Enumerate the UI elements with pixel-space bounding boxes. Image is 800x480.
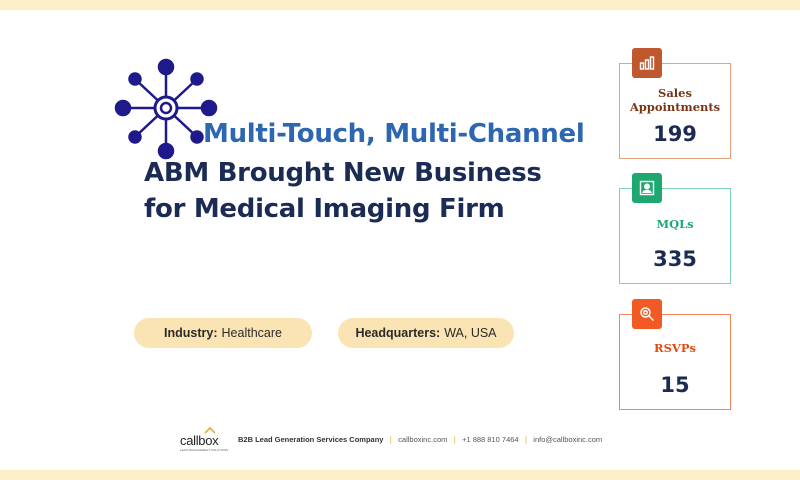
stat-label: RSVPs [654,341,696,355]
headline-title: ABM Brought New Business for Medical Ima… [144,155,542,227]
footer: callbox LEAD MANAGEMENT SOLUTIONS B2B Le… [180,424,602,454]
logo-wordmark: callbox [180,433,219,448]
footer-website-link[interactable]: callboxinc.com [398,434,448,444]
stat-label-line-2: Appointments [629,100,721,114]
stat-value: 199 [653,122,697,146]
footer-separator: | [453,434,457,444]
bottom-accent-band [0,470,800,480]
logo-tagline: LEAD MANAGEMENT SOLUTIONS [180,448,229,452]
top-accent-band [0,0,800,10]
callbox-logo: callbox LEAD MANAGEMENT SOLUTIONS [180,424,228,454]
stat-label-line-1: Sales [658,86,692,100]
footer-company: B2B Lead Generation Services Company [238,435,383,444]
headline-title-line-1: ABM Brought New Business [144,158,542,188]
industry-tag: Industry: Healthcare [134,318,312,348]
headline-title-line-2: for Medical Imaging Firm [144,194,505,224]
industry-value: Healthcare [221,326,282,340]
search-icon [632,299,662,329]
logo-roof-icon [204,426,216,434]
user-icon [632,173,662,203]
footer-separator: | [524,434,528,444]
stat-label: MQLs [656,217,694,231]
headquarters-value: WA, USA [444,326,497,340]
headquarters-tag: Headquarters: WA, USA [338,318,514,348]
bar-chart-icon [632,48,662,78]
stat-label: Sales Appointments [620,86,730,114]
footer-company-text: B2B Lead Generation Services Company [238,434,384,444]
footer-phone[interactable]: +1 888 810 7464 [462,434,519,444]
headline-subtitle: Multi-Touch, Multi-Channel [203,119,585,149]
industry-label: Industry: [164,326,218,340]
stat-card-sales-appointments: Sales Appointments 199 [619,48,731,159]
stat-card-rsvps: RSVPs 15 [619,299,731,410]
stat-value: 335 [653,247,697,271]
footer-separator: | [389,434,393,444]
network-hub-icon [114,58,218,160]
stat-value: 15 [660,373,690,397]
footer-email-link[interactable]: info@callboxinc.com [533,434,603,444]
headquarters-label: Headquarters: [355,326,441,340]
stat-card-mqls: MQLs 335 [619,173,731,284]
